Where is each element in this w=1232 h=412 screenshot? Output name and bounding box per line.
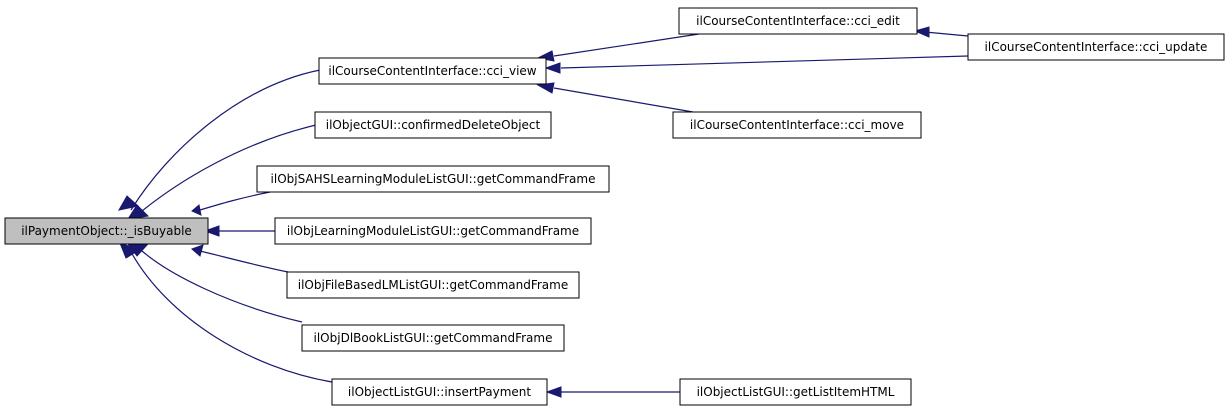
edge-line <box>924 31 969 37</box>
node-label: ilObjLearningModuleListGUI::getCommandFr… <box>287 224 579 238</box>
arrowhead <box>544 62 561 74</box>
node-cci_edit[interactable]: ilCourseContentInterface::cci_edit <box>678 7 918 35</box>
arrowhead <box>118 195 140 211</box>
node-box <box>672 111 922 139</box>
node-insertpay[interactable]: ilObjectListGUI::insertPayment <box>331 378 548 406</box>
edge-insertpay-to-root <box>119 242 333 383</box>
edge-listitem-to-insertpay <box>545 386 680 398</box>
edge-line <box>130 69 321 211</box>
node-label: ilObjDlBookListGUI::getCommandFrame <box>314 331 553 345</box>
node-box <box>256 165 610 193</box>
edge-line <box>199 250 289 273</box>
edge-cci_view-to-root <box>118 69 321 211</box>
node-label: ilCourseContentInterface::cci_move <box>690 118 904 132</box>
node-listitem[interactable]: ilObjectListGUI::getListItemHTML <box>679 378 912 406</box>
edge-line <box>141 250 303 323</box>
node-filelm[interactable]: ilObjFileBasedLMListGUI::getCommandFrame <box>286 271 580 299</box>
node-label: ilCourseContentInterface::cci_edit <box>696 14 900 28</box>
node-box <box>331 378 548 406</box>
node-confirmed[interactable]: ilObjectGUI::confirmedDeleteObject <box>314 111 552 139</box>
node-sahs[interactable]: ilObjSAHSLearningModuleListGUI::getComma… <box>256 165 610 193</box>
arrowhead <box>913 26 930 38</box>
arrowhead <box>191 204 202 216</box>
node-cci_view[interactable]: ilCourseContentInterface::cci_view <box>318 57 547 85</box>
node-box <box>301 324 565 352</box>
arrowhead <box>191 244 204 257</box>
edge-cci_edit-to-cci_view <box>536 33 700 62</box>
node-dlbook[interactable]: ilObjDlBookListGUI::getCommandFrame <box>301 324 565 352</box>
arrowhead <box>545 386 562 398</box>
node-box <box>967 33 1225 61</box>
node-cci_update[interactable]: ilCourseContentInterface::cci_update <box>967 33 1225 61</box>
node-label: ilPaymentObject::_isBuyable <box>21 224 192 238</box>
edge-line <box>553 33 700 57</box>
edge-line <box>141 124 317 212</box>
edge-line <box>560 55 969 69</box>
node-root[interactable]: ilPaymentObject::_isBuyable <box>4 217 209 245</box>
edge-sahs-to-root <box>191 191 271 216</box>
node-label: ilObjFileBasedLMListGUI::getCommandFrame <box>298 278 568 292</box>
node-lm[interactable]: ilObjLearningModuleListGUI::getCommandFr… <box>274 217 592 245</box>
edge-cci_move-to-cci_view <box>536 82 694 113</box>
node-box <box>678 7 918 35</box>
edge-lm-to-root <box>203 225 275 237</box>
node-box <box>4 217 209 245</box>
node-box <box>318 57 547 85</box>
edge-cci_update-to-cci_view <box>544 55 969 74</box>
node-label: ilObjectListGUI::getListItemHTML <box>697 385 895 399</box>
edge-filelm-to-root <box>191 244 289 273</box>
function-nodes: ilPaymentObject::_isBuyable ilCourseConte… <box>4 7 1225 406</box>
node-box <box>286 271 580 299</box>
node-box <box>274 217 592 245</box>
node-box <box>314 111 552 139</box>
edge-line <box>199 191 271 211</box>
node-label: ilCourseContentInterface::cci_update <box>985 40 1208 54</box>
edge-cci_update-to-cci_edit <box>913 26 969 38</box>
node-label: ilObjectGUI::confirmedDeleteObject <box>326 118 541 132</box>
edge-line <box>553 87 694 113</box>
arrowhead <box>203 225 220 237</box>
node-box <box>679 378 912 406</box>
node-label: ilCourseContentInterface::cci_view <box>328 64 536 78</box>
node-cci_move[interactable]: ilCourseContentInterface::cci_move <box>672 111 922 139</box>
edge-dlbook-to-root <box>126 243 303 323</box>
node-label: ilObjectListGUI::insertPayment <box>348 385 531 399</box>
edge-line <box>130 251 333 383</box>
node-label: ilObjSAHSLearningModuleListGUI::getComma… <box>271 172 596 186</box>
arrowhead <box>119 242 141 259</box>
